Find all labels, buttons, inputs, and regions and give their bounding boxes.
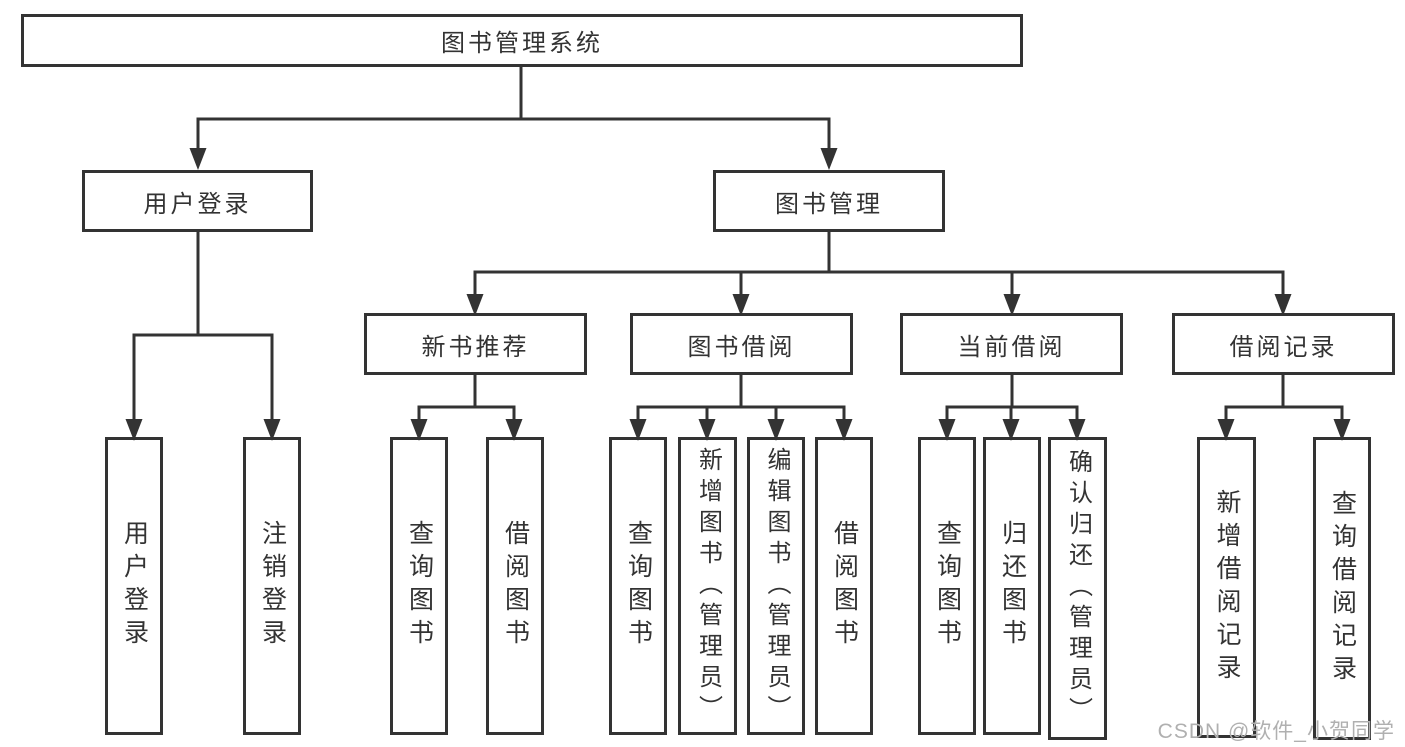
node-user-login: 用户登录 [82, 170, 313, 232]
leaf-current-query-book-label: 查询图书 [933, 520, 962, 652]
leaf-newrec-query-book: 查询图书 [390, 437, 448, 735]
leaf-current-return-book: 归还图书 [983, 437, 1041, 735]
node-borrow-record: 借阅记录 [1172, 313, 1395, 375]
leaf-borrow-borrow-book: 借阅图书 [815, 437, 873, 735]
leaf-current-query-book: 查询图书 [918, 437, 976, 735]
node-user-login-label: 用户登录 [143, 190, 252, 218]
leaf-record-query-label: 查询借阅记录 [1328, 489, 1357, 688]
node-book-management: 图书管理 [713, 170, 945, 232]
node-current-borrow: 当前借阅 [900, 313, 1123, 375]
node-root-label: 图书管理系统 [441, 30, 603, 57]
leaf-borrow-borrow-book-label: 借阅图书 [830, 520, 859, 652]
node-book-borrow: 图书借阅 [630, 313, 853, 375]
node-book-borrow-label: 图书借阅 [687, 333, 796, 361]
leaf-logout-login-label: 注销登录 [258, 520, 287, 652]
leaf-borrow-add-book: 新增图书（管理员） [678, 437, 737, 735]
leaf-user-login-label: 用户登录 [120, 520, 149, 652]
node-root: 图书管理系统 [21, 14, 1023, 67]
leaf-current-return-book-label: 归还图书 [998, 520, 1027, 652]
leaf-record-add-label: 新增借阅记录 [1213, 488, 1241, 687]
leaf-borrow-edit-book-label: 编辑图书（管理员） [763, 446, 790, 726]
leaf-newrec-borrow-book-label: 借阅图书 [501, 520, 530, 652]
leaf-logout-login: 注销登录 [243, 437, 301, 735]
node-new-book-recommend-label: 新书推荐 [421, 333, 530, 361]
node-current-borrow-label: 当前借阅 [957, 333, 1066, 361]
node-borrow-record-label: 借阅记录 [1229, 333, 1338, 361]
leaf-record-query: 查询借阅记录 [1313, 437, 1371, 740]
leaf-borrow-query-book: 查询图书 [609, 437, 667, 735]
leaf-user-login: 用户登录 [105, 437, 163, 735]
leaf-borrow-query-book-label: 查询图书 [624, 520, 653, 652]
leaf-newrec-query-book-label: 查询图书 [405, 520, 434, 652]
leaf-record-add: 新增借阅记录 [1197, 437, 1256, 738]
leaf-borrow-edit-book: 编辑图书（管理员） [747, 437, 805, 735]
leaf-borrow-add-book-label: 新增图书（管理员） [694, 446, 722, 726]
node-book-management-label: 图书管理 [775, 190, 883, 218]
node-new-book-recommend: 新书推荐 [364, 313, 587, 375]
leaf-current-confirm-return: 确认归还（管理员） [1048, 437, 1107, 740]
leaf-newrec-borrow-book: 借阅图书 [486, 437, 544, 735]
leaf-current-confirm-return-label: 确认归还（管理员） [1064, 449, 1092, 728]
watermark: CSDN @软件_小贺同学 [1157, 720, 1395, 743]
